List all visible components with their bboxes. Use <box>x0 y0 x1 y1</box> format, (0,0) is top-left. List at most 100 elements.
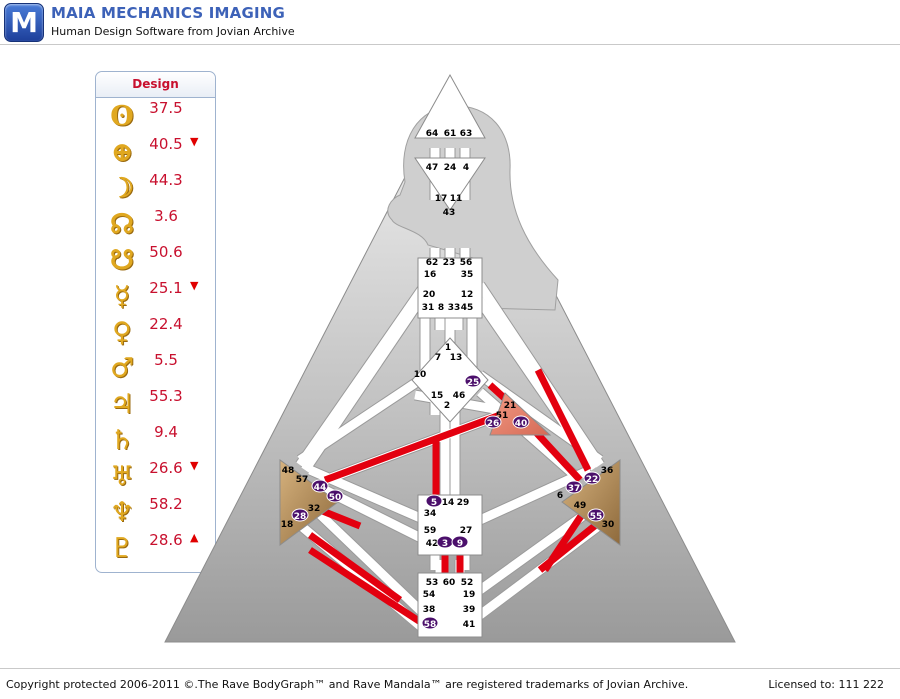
north-node-icon: ☊ <box>110 209 134 240</box>
planet-row[interactable]: ♀22.4 <box>96 315 215 351</box>
gate-number: 49 <box>574 501 587 511</box>
ajna-center <box>414 157 486 211</box>
planet-direction-arrow: ▼ <box>190 135 199 148</box>
channel <box>296 282 429 468</box>
defined-channel <box>534 368 592 472</box>
gate-number: 18 <box>281 520 294 530</box>
header-divider <box>0 44 900 45</box>
activated-gate-badge <box>464 374 482 388</box>
gate-number: 25 <box>467 378 480 388</box>
planet-row[interactable]: ☊ 3.6 <box>96 207 215 243</box>
gate-number: 30 <box>602 520 615 530</box>
gate-number: 42 <box>426 539 439 549</box>
gate-number: 32 <box>308 504 321 514</box>
gate-number: 26 <box>487 419 500 429</box>
planet-row[interactable]: ☽44.3 <box>96 171 215 207</box>
jupiter-icon: ♃ <box>109 389 135 420</box>
gate-number: 22 <box>586 475 599 485</box>
planet-gate-value: 9.4 <box>154 423 178 441</box>
gate-number: 24 <box>444 163 457 173</box>
uranus-icon: ♅ <box>109 461 135 492</box>
gate-number: 20 <box>423 290 436 300</box>
gate-number: 4 <box>463 163 469 173</box>
gate-number: 27 <box>460 526 473 536</box>
planet-gate-value: 22.4 <box>149 315 183 333</box>
app-logo: M <box>4 3 44 42</box>
planet-row[interactable]: ♅ 26.6 ▼ <box>96 459 215 495</box>
gate-number: 2 <box>444 401 450 411</box>
gate-number: 37 <box>568 484 581 494</box>
gate-number: 62 <box>426 258 439 268</box>
gate-number: 6 <box>557 491 563 501</box>
activated-gate-badge <box>565 480 583 494</box>
activated-gate-badge <box>512 415 530 429</box>
app-title: MAIA MECHANICS IMAGING <box>51 4 286 22</box>
planet-gate-value: 55.3 <box>149 387 183 405</box>
planet-gate-value: 58.2 <box>149 495 183 513</box>
planet-direction-arrow: ▼ <box>190 279 199 292</box>
gate-number: 8 <box>438 303 444 313</box>
moon-icon: ☽ <box>109 173 135 204</box>
activated-gate-badge <box>484 415 502 429</box>
pluto-icon: ♇ <box>109 533 135 564</box>
mars-icon: ♂ <box>109 353 135 384</box>
neptune-icon: ♆ <box>109 497 135 528</box>
planet-row[interactable]: ☋50.6 <box>96 243 215 279</box>
gate-number: 56 <box>460 258 473 268</box>
gate-number: 41 <box>463 620 476 630</box>
gate-number: 1 <box>445 343 451 353</box>
gate-number: 48 <box>282 466 295 476</box>
gate-number: 57 <box>296 475 309 485</box>
planet-row[interactable]: ♄9.4 <box>96 423 215 459</box>
gate-number: 51 <box>496 411 509 421</box>
gate-number: 50 <box>329 493 342 503</box>
gate-number: 35 <box>461 270 474 280</box>
planet-row[interactable]: ♃ 55.3 <box>96 387 215 423</box>
channel <box>477 371 603 464</box>
planet-gate-value: 37.5 <box>149 99 183 117</box>
mercury-icon: ☿ <box>113 281 131 312</box>
gate-number: 63 <box>460 129 473 139</box>
gate-number: 54 <box>423 590 436 600</box>
planet-row[interactable]: ♂5.5 <box>96 351 215 387</box>
sun-icon: ʘ <box>110 101 134 132</box>
gate-number: 14 <box>442 498 455 508</box>
defined-channel <box>318 506 362 530</box>
planet-gate-value: 26.6 <box>149 459 183 477</box>
planet-gate-value: 3.6 <box>154 207 178 225</box>
planet-row[interactable]: ʘ 37.5 <box>96 99 215 135</box>
license-text: Licensed to: 111 222 <box>768 678 884 691</box>
gate-number: 9 <box>457 539 463 549</box>
gate-number: 3 <box>442 539 448 549</box>
gate-number: 58 <box>424 620 437 630</box>
gate-number: 10 <box>414 370 427 380</box>
planet-row[interactable]: ♇28.6▲ <box>96 531 215 567</box>
planet-row[interactable]: ⊕40.5▼ <box>96 135 215 171</box>
gate-number: 23 <box>443 258 456 268</box>
ego-center <box>489 392 552 436</box>
gate-number: 60 <box>443 578 456 588</box>
activated-gate-badge <box>583 471 601 485</box>
gate-number: 16 <box>424 270 437 280</box>
planet-row[interactable]: ☿ 25.1 ▼ <box>96 279 215 315</box>
gate-number: 36 <box>601 466 614 476</box>
footer-divider <box>0 668 900 669</box>
root-center <box>417 572 483 638</box>
activated-gate-badge <box>425 494 443 508</box>
planet-direction-arrow: ▼ <box>190 459 199 472</box>
gate-number: 17 <box>435 194 448 204</box>
defined-channel <box>308 547 424 626</box>
planet-row[interactable]: ♆ 58.2 <box>96 495 215 531</box>
gate-number: 5 <box>431 498 437 508</box>
gate-number: 29 <box>457 498 470 508</box>
gate-number: 19 <box>463 590 476 600</box>
gate-number: 47 <box>426 163 439 173</box>
spleen-center <box>279 459 339 546</box>
gate-number: 44 <box>314 483 327 493</box>
gate-number: 7 <box>435 353 441 363</box>
throat-center <box>417 257 483 319</box>
activated-gate-badge <box>291 508 309 522</box>
planet-gate-value: 25.1 <box>149 279 183 297</box>
gate-number: 12 <box>461 290 474 300</box>
